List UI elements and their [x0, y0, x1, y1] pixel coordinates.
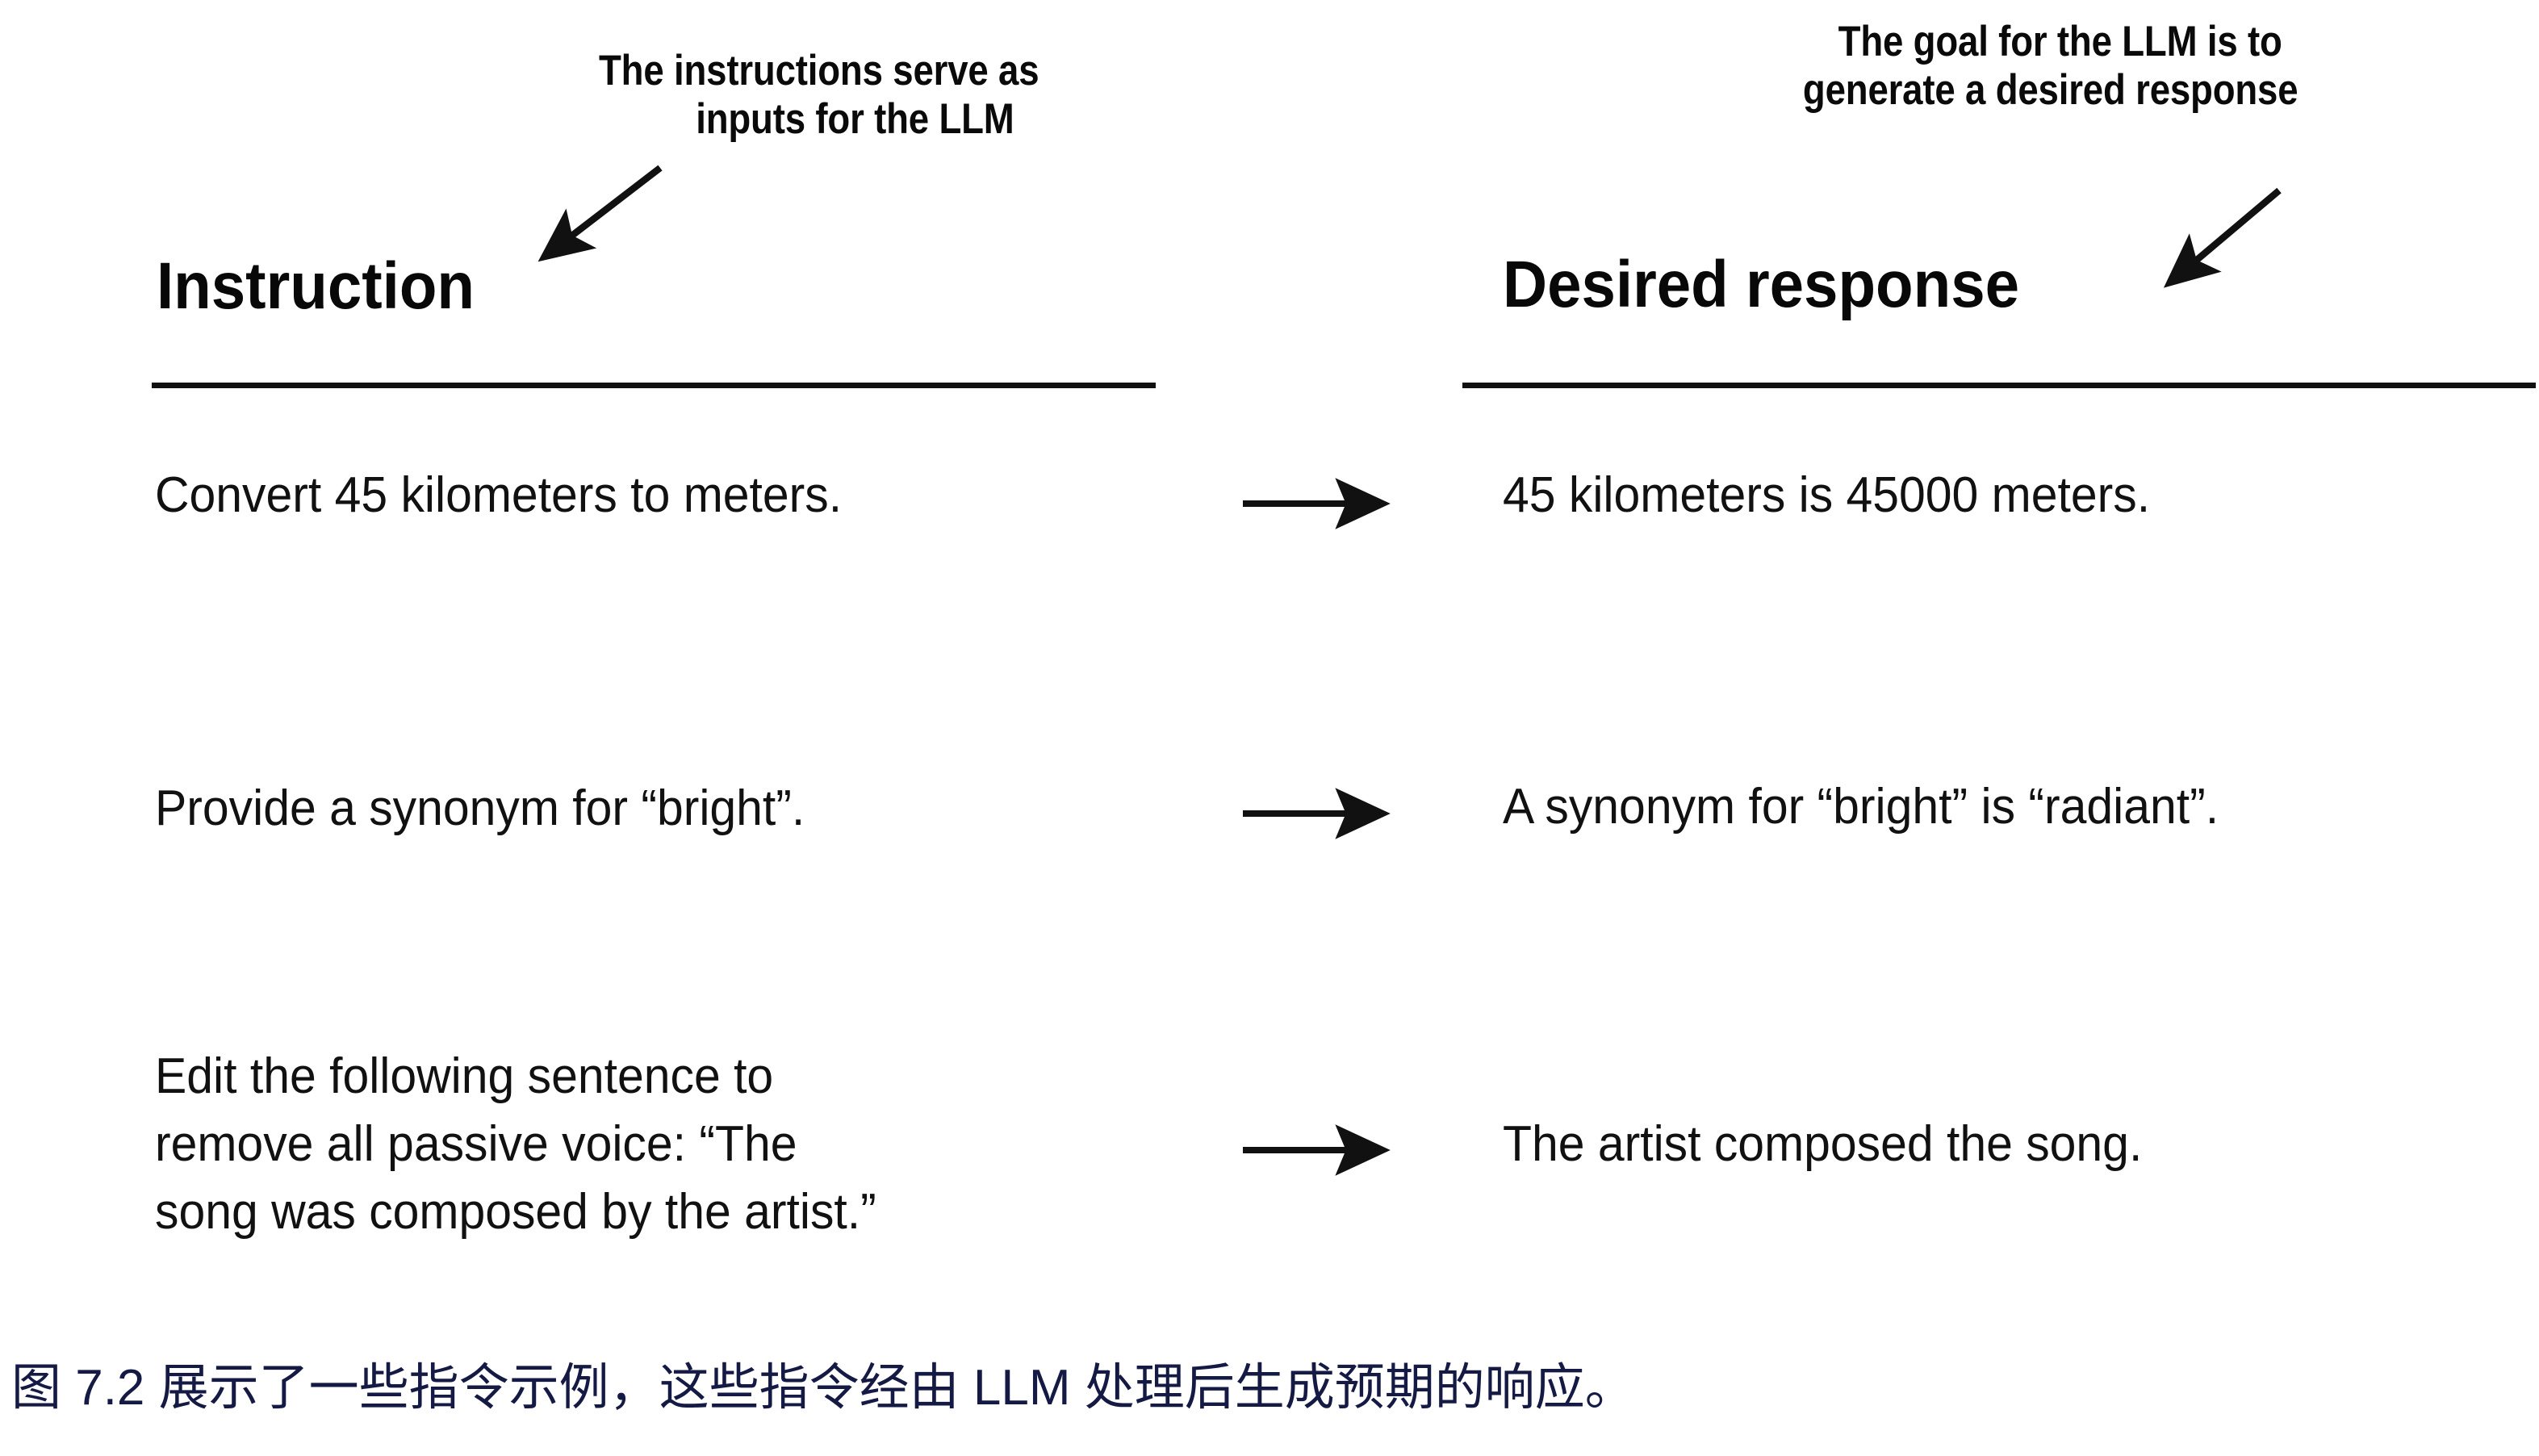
table-row-2-instruction-line-1: Provide a synonym for “bright”. — [155, 780, 805, 836]
table-row-3-response: The artist composed the song. — [1503, 1111, 2142, 1178]
table-row-3-instruction: Edit the following sentence to remove al… — [155, 1043, 876, 1246]
table-row-2-response: A synonym for “bright” is “radiant”. — [1503, 773, 2219, 841]
desired-response-column-header: Desired response — [1503, 248, 2020, 321]
instruction-header-divider — [152, 383, 1156, 388]
table-row-3-instruction-line-1: Edit the following sentence to — [155, 1048, 774, 1104]
table-row-1-instruction-line-1: Convert 45 kilometers to meters. — [155, 467, 843, 523]
table-row-3-instruction-line-2: remove all passive voice: “The — [155, 1116, 797, 1172]
instruction-callout-line-2: inputs for the LLM — [696, 94, 1014, 143]
response-header-divider — [1462, 383, 2536, 388]
instruction-callout-annotation: The instructions serve as inputs for the… — [599, 47, 1039, 144]
instruction-callout-pointer-icon — [537, 165, 663, 262]
table-row-2-instruction: Provide a synonym for “bright”. — [155, 775, 805, 843]
response-callout-line-1: The goal for the LLM is to — [1838, 18, 2282, 65]
response-callout-line-2: generate a desired response — [1802, 65, 2298, 114]
table-row-1-response-line-1: 45 kilometers is 45000 meters. — [1503, 467, 2151, 523]
response-callout-annotation: The goal for the LLM is to generate a de… — [1803, 18, 2298, 115]
instruction-callout-line-1: The instructions serve as — [599, 47, 1039, 94]
table-row-2-response-line-1: A synonym for “bright” is “radiant”. — [1503, 779, 2219, 835]
response-callout-pointer-icon — [2163, 187, 2282, 288]
instruction-column-header: Instruction — [157, 249, 475, 323]
table-row-1-instruction: Convert 45 kilometers to meters. — [155, 462, 842, 529]
table-row-1-response: 45 kilometers is 45000 meters. — [1503, 462, 2150, 529]
table-row-3-response-line-1: The artist composed the song. — [1503, 1116, 2143, 1172]
table-row-3-instruction-line-3: song was composed by the artist.” — [155, 1184, 876, 1240]
figure-caption: 图 7.2 展示了一些指令示例，这些指令经由 LLM 处理后生成预期的响应。 — [11, 1360, 1635, 1416]
